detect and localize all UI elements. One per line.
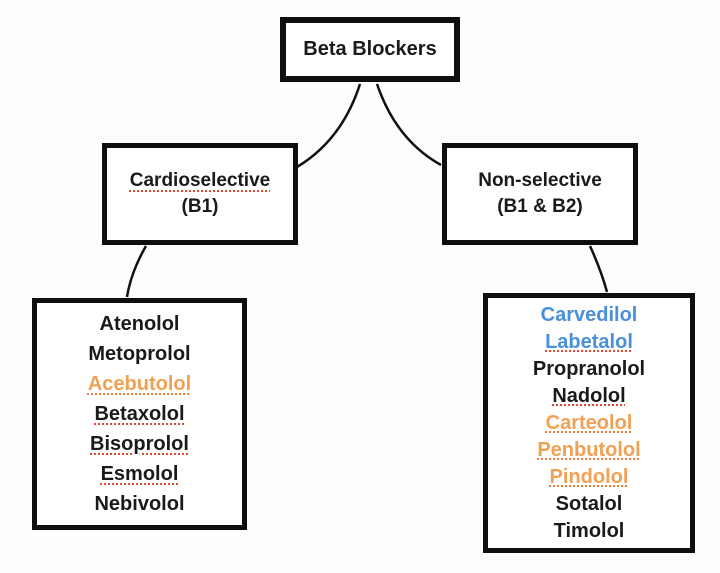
drug-item: Metoprolol	[88, 343, 191, 365]
branch-cardioselective-title: Cardioselective	[129, 170, 271, 191]
drug-item: Atenolol	[99, 313, 180, 335]
branch-node-nonselective: Non-selective (B1 & B2)	[442, 143, 638, 245]
drug-item: Bisoprolol	[90, 433, 189, 455]
connector-left-to-list	[125, 245, 148, 298]
connector-right-to-list	[588, 245, 609, 293]
branch-cardioselective-subtitle: (B1)	[181, 196, 219, 217]
root-label: Beta Blockers	[303, 38, 437, 60]
drug-item: Labetalol	[545, 330, 633, 353]
drug-item: Carteolol	[545, 411, 633, 434]
connector-root-to-right	[375, 83, 442, 167]
branch-node-cardioselective: Cardioselective (B1)	[102, 143, 298, 245]
branch-nonselective-title: Non-selective	[478, 170, 602, 191]
drug-item: Propranolol	[532, 357, 646, 380]
drug-item: Betaxolol	[94, 403, 185, 425]
drug-item: Nadolol	[552, 384, 626, 407]
drug-item: Carvedilol	[540, 303, 638, 326]
root-node-beta-blockers: Beta Blockers	[280, 17, 460, 82]
drug-item: Nebivolol	[94, 493, 185, 515]
drug-item: Sotalol	[555, 492, 623, 515]
drug-item: Esmolol	[100, 463, 179, 485]
drug-item: Pindolol	[549, 465, 629, 488]
branch-nonselective-subtitle: (B1 & B2)	[497, 196, 583, 217]
drug-item: Acebutolol	[87, 373, 192, 395]
drug-item: Timolol	[553, 519, 625, 542]
connector-root-to-left	[296, 83, 362, 169]
drug-item: Penbutolol	[537, 438, 641, 461]
